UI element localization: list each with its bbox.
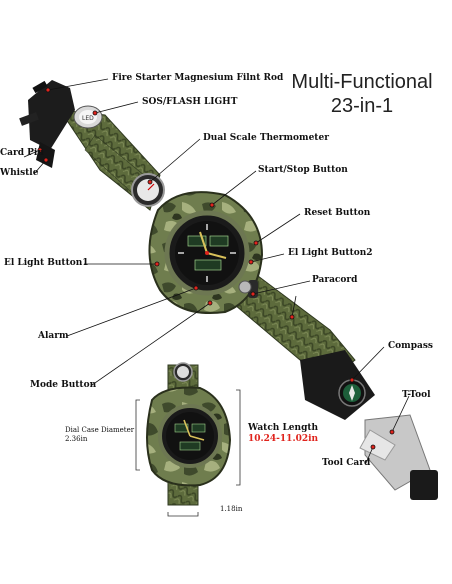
label-compass: Compass xyxy=(388,341,433,351)
svg-text:LED: LED xyxy=(82,115,94,122)
label-mode: Mode Button xyxy=(30,380,97,390)
label-tool-card: Tool Card xyxy=(322,458,371,468)
label-sos: SOS/FLASH LIGHT xyxy=(142,97,238,107)
label-fire-starter: Fire Starter Magnesium Filnt Rod xyxy=(112,73,284,83)
label-reset: Reset Button xyxy=(304,208,371,218)
spec-strap-width-value: 1.18in xyxy=(220,505,243,513)
headline: Multi-Functional 23-in-1 xyxy=(288,70,436,118)
spec-watch-length-value: 10.24-11.02in xyxy=(248,434,319,444)
label-card-pin: Card Pin xyxy=(0,148,44,158)
label-alarm: Alarm xyxy=(38,331,69,341)
spec-watch-length-label: Watch Length xyxy=(248,423,319,433)
label-t-tool: T-Tool xyxy=(402,390,431,400)
headline-line2: 23-in-1 xyxy=(330,95,394,117)
label-start-stop: Start/Stop Button xyxy=(258,165,348,175)
label-whistle: Whistle xyxy=(0,168,39,178)
label-el-light-1: El Light Button1 xyxy=(4,258,89,268)
spec-case-diameter-label: Dial Case Diameter xyxy=(65,426,135,434)
spec-case-diameter-value: 2.36in xyxy=(65,435,88,443)
headline-line1: Multi-Functional xyxy=(291,71,433,93)
label-el-light-2: El Light Button2 xyxy=(288,248,373,258)
label-thermometer: Dual Scale Thermometer xyxy=(203,133,329,143)
label-paracord: Paracord xyxy=(312,275,358,285)
